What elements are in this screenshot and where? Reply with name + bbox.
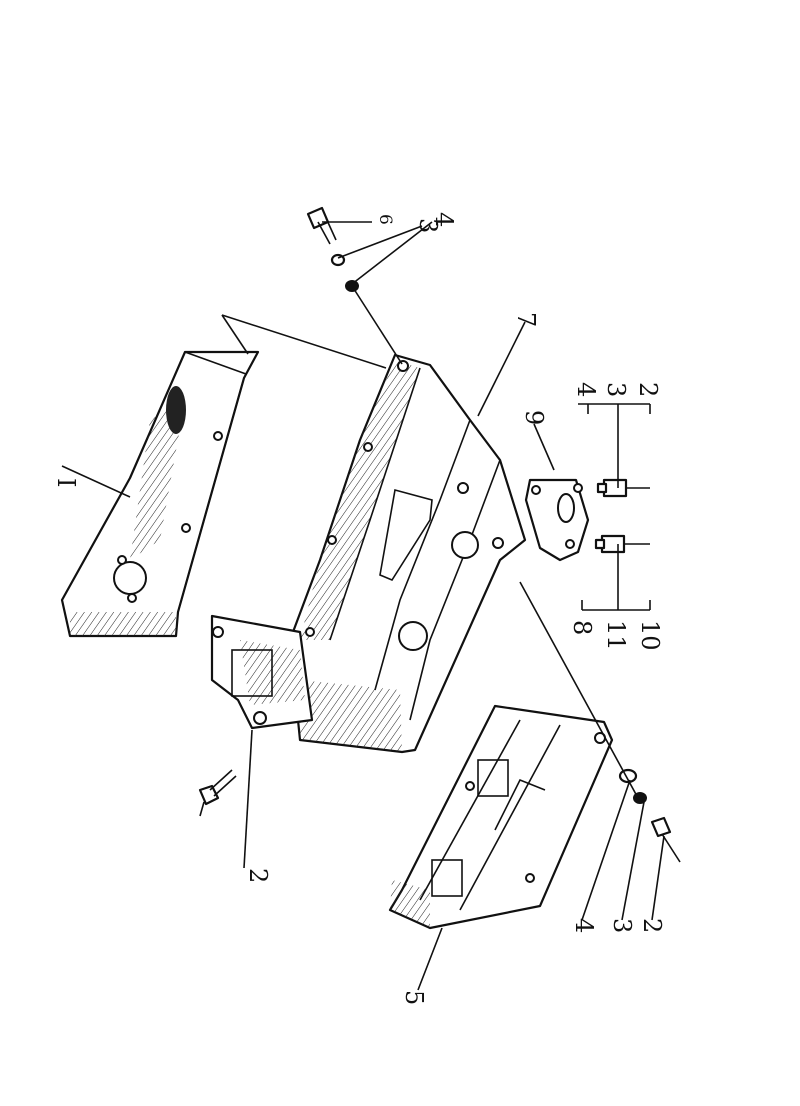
- part-1-front-plate: [60, 350, 260, 638]
- stud-assembly-upper: [596, 478, 650, 498]
- callout-3a: 3: [414, 218, 442, 233]
- left-bolt: [198, 769, 237, 817]
- part-9-flange: [524, 478, 590, 562]
- callout-4b: 4: [572, 382, 600, 397]
- callout-9: 9: [520, 410, 548, 425]
- callout-2b: 2: [244, 868, 272, 883]
- callout-2a: 2: [634, 382, 662, 397]
- callout-8: 8: [568, 620, 596, 635]
- callout-1: I: [52, 478, 80, 487]
- callout-7: 7: [512, 312, 540, 327]
- callout-10: 10: [636, 620, 664, 651]
- part-5-bottom-plate: [388, 704, 614, 930]
- callout-4c: 4: [570, 918, 598, 933]
- callout-6: 6: [375, 214, 395, 225]
- callout-3b: 3: [602, 382, 630, 397]
- callout-4a: 4: [430, 212, 458, 227]
- leader-lines: [61, 221, 665, 991]
- callout-11: 11: [602, 620, 630, 651]
- part-7-main-cover: [288, 353, 527, 754]
- right-bolt-set: [618, 768, 681, 863]
- callout-2c: 2: [638, 918, 666, 933]
- stud-assembly-lower: [594, 534, 650, 554]
- callout-5: 5: [400, 990, 428, 1005]
- top-bolt-set: [306, 206, 359, 292]
- housing-bracket: [210, 614, 314, 730]
- callout-labels: I 2 2 2 3 3 3 4 4 4 5 6 7 8 9 10 11: [52, 212, 666, 1005]
- callout-3c: 3: [608, 918, 636, 933]
